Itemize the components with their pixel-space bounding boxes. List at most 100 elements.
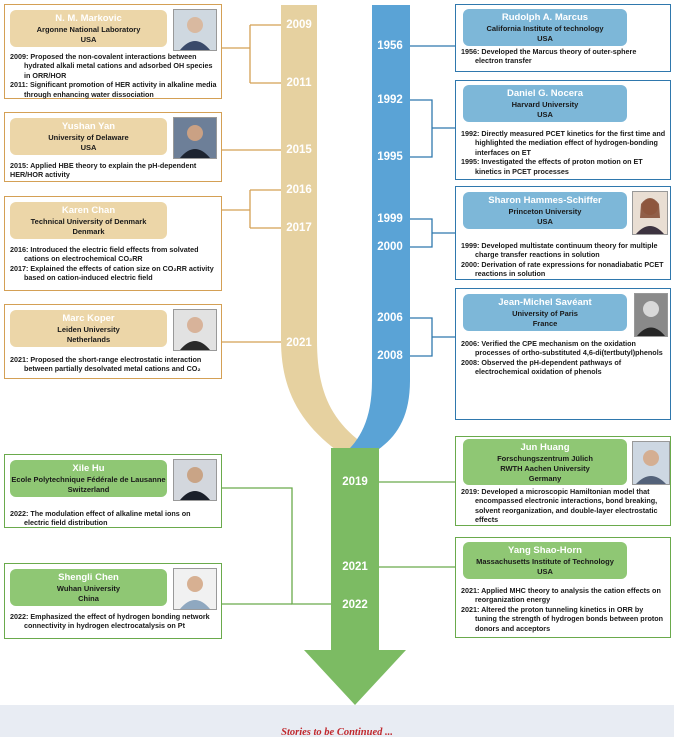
- name-box: Shengli Chen Wuhan University China: [10, 569, 167, 606]
- country: USA: [537, 110, 553, 119]
- name-box: Karen Chan Technical University of Denma…: [10, 202, 167, 239]
- researcher-name: Daniel G. Nocera: [506, 88, 584, 99]
- year-label: 1956: [377, 40, 403, 52]
- researcher-name: Marc Koper: [62, 313, 115, 324]
- card-marcus: Rudolph A. Marcus California Institute o…: [455, 4, 671, 72]
- portrait-photo: [632, 441, 670, 485]
- connector-saveant: [410, 317, 455, 357]
- connector-markovic: [222, 24, 281, 84]
- year-label: 2008: [377, 350, 403, 362]
- event-1992: 1992: Directly measured PCET kinetics fo…: [461, 129, 666, 157]
- portrait-photo: [173, 459, 217, 501]
- event-2021: 2021: Altered the proton tunneling kinet…: [461, 604, 664, 633]
- year-label: 2015: [286, 144, 312, 156]
- country: USA: [537, 34, 553, 43]
- event-2009: 2009: Proposed the non-covalent interact…: [10, 52, 213, 80]
- researcher-name: Xile Hu: [72, 463, 105, 474]
- description: 2015: Applied HBE theory to explain the …: [10, 161, 217, 180]
- card-hammes-schiffer: Sharon Hammes-Schiffer Princeton Univers…: [455, 186, 671, 280]
- name-box: Daniel G. Nocera Harvard University USA: [463, 85, 627, 122]
- year-label: 2022: [342, 599, 368, 611]
- country: USA: [80, 35, 97, 44]
- researcher-name: Karen Chan: [61, 205, 116, 216]
- name-box: Jean-Michel Savéant University of Paris …: [463, 294, 627, 331]
- institution: University of Delaware: [48, 133, 129, 142]
- portrait-photo: [173, 117, 217, 159]
- name-box: Rudolph A. Marcus California Institute o…: [463, 9, 627, 46]
- year-label: 2021: [286, 337, 312, 349]
- name-box: Jun Huang Forschungszentrum Jülich RWTH …: [463, 439, 627, 485]
- card-chen: Shengli Chen Wuhan University China 2022…: [4, 563, 222, 639]
- researcher-name: N. M. Markovic: [55, 13, 122, 24]
- event-1956: 1956: Developed the Marcus theory of out…: [461, 47, 637, 66]
- description: 1956: Developed the Marcus theory of out…: [461, 47, 666, 66]
- name-box: Marc Koper Leiden University Netherlands: [10, 310, 167, 347]
- event-2011: 2011: Significant promotion of HER activ…: [10, 80, 217, 99]
- event-2019: 2019: Developed a microscopic Hamiltonia…: [461, 487, 658, 525]
- tan-timeline-band: [281, 5, 365, 455]
- institution: Princeton University: [508, 207, 582, 216]
- description: 2009: Proposed the non-covalent interact…: [10, 52, 217, 99]
- institution: California Institute of technology: [486, 24, 604, 33]
- institution: Technical University of Denmark: [30, 217, 147, 226]
- event-2017: 2017: Explained the effects of cation si…: [10, 263, 214, 283]
- year-label: 2011: [286, 77, 312, 89]
- description: 2021: Applied MHC theory to analysis the…: [461, 586, 666, 633]
- event-2008: 2008: Observed the pH-dependent pathways…: [461, 357, 622, 377]
- name-box: Sharon Hammes-Schiffer Princeton Univers…: [463, 192, 627, 229]
- blue-timeline-band: [343, 5, 410, 455]
- event-2022: 2022: The modulation effect of alkaline …: [10, 509, 191, 528]
- description: 2019: Developed a microscopic Hamiltonia…: [461, 487, 666, 525]
- year-label: 1995: [377, 151, 403, 163]
- researcher-name: Yushan Yan: [61, 121, 116, 132]
- institution-2: RWTH Aachen University: [500, 464, 590, 473]
- institution: University of Paris: [512, 309, 578, 318]
- event-2016: 2016: Introduced the electric field effe…: [10, 245, 199, 264]
- name-box: Yushan Yan University of Delaware USA: [10, 118, 167, 155]
- year-label: 2006: [377, 312, 403, 324]
- event-2006: 2006: Verified the CPE mechanism on the …: [461, 339, 663, 358]
- country: Switzerland: [67, 485, 110, 494]
- connector-hu: [222, 487, 331, 605]
- researcher-name: Shengli Chen: [58, 572, 119, 583]
- green-timeline-arrow: [304, 448, 406, 705]
- description: 2021: Proposed the short-range electrost…: [10, 355, 217, 374]
- country: Netherlands: [66, 335, 111, 344]
- footer-caption: Stories to be Continued ...: [281, 727, 393, 738]
- year-label: 2019: [342, 476, 368, 488]
- connector-hammes: [410, 218, 455, 248]
- name-box: Xile Hu Ecole Polytechnique Fédérale de …: [10, 460, 167, 497]
- portrait-photo: [634, 293, 668, 337]
- year-label: 2000: [377, 241, 403, 253]
- card-shao-horn: Yang Shao-Horn Massachusetts Institute o…: [455, 537, 671, 638]
- researcher-name: Sharon Hammes-Schiffer: [488, 195, 602, 206]
- event-2015: 2015: Applied HBE theory to explain the …: [10, 161, 197, 180]
- description: 2006: Verified the CPE mechanism on the …: [461, 339, 666, 377]
- country: China: [78, 594, 99, 603]
- year-label: 2021: [342, 561, 368, 573]
- description: 2016: Introduced the electric field effe…: [10, 245, 217, 283]
- country: USA: [80, 143, 97, 152]
- researcher-name: Rudolph A. Marcus: [501, 12, 589, 23]
- year-label: 2009: [286, 19, 312, 31]
- card-yan: Yushan Yan University of Delaware USA 20…: [4, 112, 222, 182]
- institution: Leiden University: [57, 325, 120, 334]
- event-1999: 1999: Developed multistate continuum the…: [461, 241, 658, 260]
- year-label: 2017: [286, 222, 312, 234]
- event-1995: 1995: Investigated the effects of proton…: [461, 157, 643, 176]
- country: USA: [537, 567, 553, 576]
- card-hu: Xile Hu Ecole Polytechnique Fédérale de …: [4, 454, 222, 528]
- country: USA: [537, 217, 553, 226]
- name-box: N. M. Markovic Argonne National Laborato…: [10, 10, 167, 47]
- name-box: Yang Shao-Horn Massachusetts Institute o…: [463, 542, 627, 579]
- card-huang: Jun Huang Forschungszentrum Jülich RWTH …: [455, 436, 671, 526]
- card-koper: Marc Koper Leiden University Netherlands…: [4, 304, 222, 379]
- card-nocera: Daniel G. Nocera Harvard University USA …: [455, 80, 671, 180]
- card-markovic: N. M. Markovic Argonne National Laborato…: [4, 4, 222, 99]
- researcher-name: Yang Shao-Horn: [508, 545, 582, 556]
- description: 1999: Developed multistate continuum the…: [461, 241, 666, 279]
- portrait-photo: [173, 568, 217, 610]
- country: France: [532, 319, 558, 328]
- portrait-photo: [173, 9, 217, 51]
